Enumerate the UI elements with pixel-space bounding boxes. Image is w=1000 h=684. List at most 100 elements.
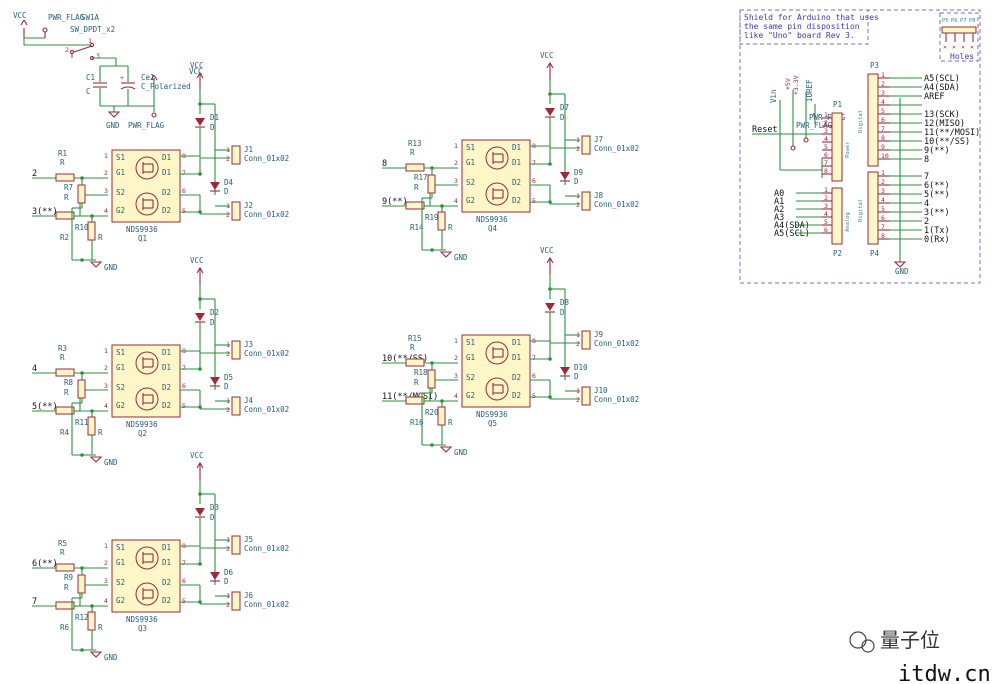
pin-number: 2 <box>881 178 885 186</box>
svg-text:1: 1 <box>88 37 92 45</box>
pin-number: 7 <box>532 159 536 167</box>
connector-ref: J8 <box>594 191 604 200</box>
ic-pin-name: S1 <box>116 543 125 552</box>
pin-number: 4 <box>104 597 108 605</box>
resistor-ref: R19 <box>425 213 439 222</box>
resistor-r11 <box>87 416 96 436</box>
driver-block-q5: 10(**/SS)R15R11(**/MOSI)R16R20R18RRGNDS1… <box>382 246 639 457</box>
ic-pin-name: D1 <box>162 348 171 357</box>
shield-section: Shield for Arduino that uses the same pi… <box>739 9 981 284</box>
pin-number: 10 <box>881 152 889 160</box>
junction-dot <box>198 367 202 371</box>
connector-value: Conn_01x02 <box>244 210 289 219</box>
diode-d5 <box>210 377 220 385</box>
connector-ref: J5 <box>244 535 253 544</box>
resistor-r4 <box>55 406 75 415</box>
ic-pin-name: G1 <box>466 158 475 167</box>
resistor-value: R <box>98 623 103 632</box>
shield-note-line-3: like "Uno" board Rev 3. <box>744 31 855 40</box>
resistor-ref: R9 <box>64 573 73 582</box>
ic-pin-name: D2 <box>512 373 521 382</box>
diode-d1 <box>195 118 205 126</box>
connector-ref: J7 <box>594 135 603 144</box>
resistor-r5 <box>55 563 75 572</box>
ic-pin-name: D1 <box>512 338 521 347</box>
resistor-ref: R15 <box>408 334 422 343</box>
diode-value: D <box>224 382 229 391</box>
signal-label: A1 <box>774 197 784 207</box>
pin-number: 2 <box>576 396 580 404</box>
signal-label: A4(SDA) <box>924 83 960 93</box>
resistor-r8 <box>77 379 86 399</box>
pin-number: 2 <box>226 545 230 553</box>
ic-pin-name: D1 <box>512 143 521 152</box>
svg-text:C: C <box>86 87 91 96</box>
pin-number: 2 <box>576 145 580 153</box>
driver-block-q4: 8R13R9(**)R14R19R17RRGNDS1G1S2G2D1D1D2D2… <box>382 51 639 262</box>
resistor-ref: R17 <box>414 173 428 182</box>
watermark: 量子位 itdw.cn <box>849 628 991 684</box>
pin-number: 7 <box>824 159 828 167</box>
driver-block-q2: 4R3R5(**)R4R11R8RRGNDS1G1S2G2D1D1D2D2123… <box>32 256 289 467</box>
svg-text:GND: GND <box>895 267 909 276</box>
junction-dot <box>198 405 202 409</box>
pin-number: 2 <box>881 80 885 88</box>
connector-value: Conn_01x02 <box>244 349 289 358</box>
ic-q3 <box>111 539 181 613</box>
diode-d10 <box>560 367 570 375</box>
pin-number: 2 <box>824 119 828 127</box>
mosfet-symbol <box>135 546 159 570</box>
ic-pin-name: D1 <box>162 153 171 162</box>
ic-pin-name: D1 <box>162 168 171 177</box>
pin-number: 6 <box>182 382 186 390</box>
pin-number: 3 <box>104 187 108 195</box>
signal-label: 3(**) <box>924 208 950 218</box>
resistor-ref: R3 <box>58 344 67 353</box>
signal-label: AREF <box>924 92 944 102</box>
diode-value: D <box>560 113 565 122</box>
p3-ref: P3 <box>870 61 879 70</box>
pin-number: 1 <box>226 536 230 544</box>
wechat-icon <box>849 631 867 649</box>
ic-ref: Q5 <box>488 419 497 428</box>
hole-p8: P8 <box>969 18 976 24</box>
resistor-ref: R13 <box>408 139 422 148</box>
connector-j6 <box>231 591 241 611</box>
ic-pin-name: S2 <box>116 578 125 587</box>
connector-value: Conn_01x02 <box>244 405 289 414</box>
pin-number: 1 <box>104 152 108 160</box>
junction-dot <box>440 399 444 403</box>
svg-text:×: × <box>961 43 965 51</box>
ic-pin-name: G1 <box>116 363 125 372</box>
junction-dot <box>548 92 552 96</box>
resistor-value: R <box>98 428 103 437</box>
ic-pin-name: S2 <box>466 178 475 187</box>
junction-dot <box>80 453 84 457</box>
diode-d3 <box>195 508 205 516</box>
ic-ref: Q1 <box>138 234 147 243</box>
svg-text:×: × <box>943 43 947 51</box>
svg-text:+: + <box>120 74 124 82</box>
svg-text:VCC: VCC <box>189 67 203 76</box>
vcc-label: VCC <box>190 256 204 265</box>
svg-text:PWR_FLAG: PWR_FLAG <box>796 121 833 130</box>
junction-dot <box>548 357 552 361</box>
ic-ref: Q2 <box>138 429 147 438</box>
pin-number: 4 <box>881 196 885 204</box>
pin-number: 1 <box>576 136 580 144</box>
3v3-label: +3.3V <box>792 75 800 95</box>
ic-ref: Q3 <box>138 624 147 633</box>
pwr-flag-label: PWR_FLAG <box>48 13 85 22</box>
signal-label: 4 <box>924 199 929 209</box>
pin-number: 1 <box>226 397 230 405</box>
resistor-ref: R18 <box>414 368 428 377</box>
pin-number: 7 <box>182 559 186 567</box>
pin-number: 4 <box>824 135 828 143</box>
ic-pin-name: G1 <box>466 353 475 362</box>
pin-number: 2 <box>226 211 230 219</box>
connector-j8 <box>581 191 591 211</box>
pin-number: 3 <box>454 177 458 185</box>
signal-label: 1(Tx) <box>924 226 950 236</box>
signal-label: A2 <box>774 205 784 215</box>
ic-pin-name: D1 <box>162 363 171 372</box>
